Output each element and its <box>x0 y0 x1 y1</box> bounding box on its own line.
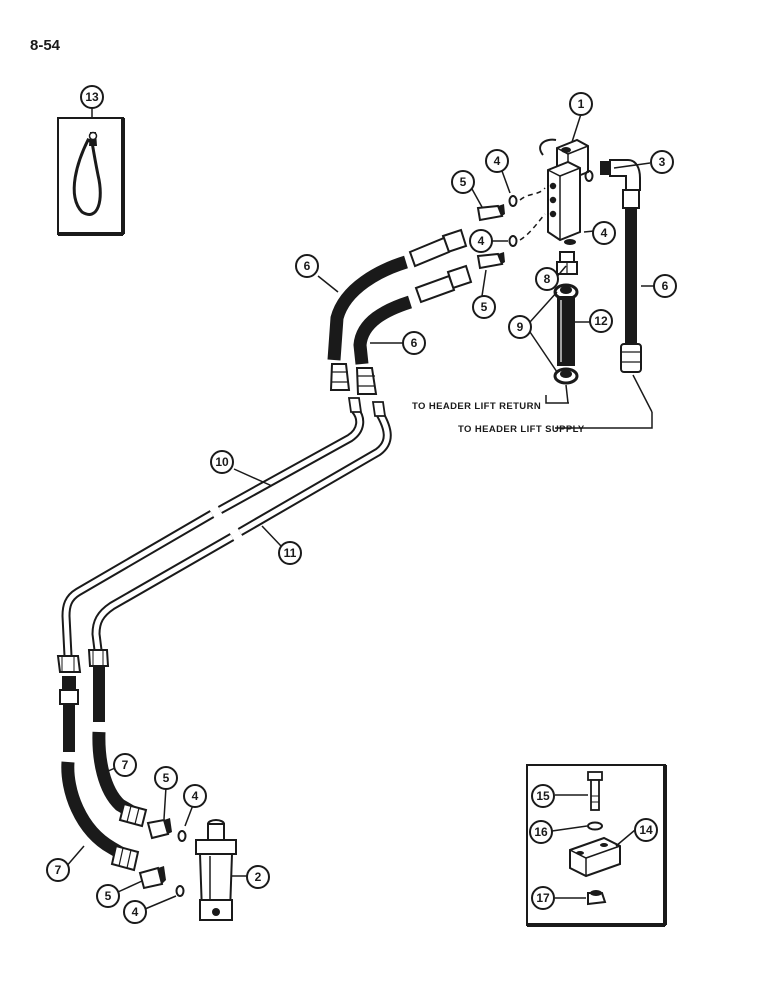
lower-hose <box>353 264 473 395</box>
callout-4-right-label: 4 <box>601 226 608 240</box>
callout-7-lower-label: 7 <box>55 863 62 877</box>
cylinder-port-fittings <box>138 818 187 897</box>
callout-6-right-label: 6 <box>662 279 669 293</box>
left-hose-7-lower <box>56 655 140 872</box>
bolt-icon <box>587 771 603 811</box>
callout-10: 10 <box>210 450 234 474</box>
callout-17-label: 17 <box>536 891 550 905</box>
callout-13: 13 <box>80 85 104 109</box>
callout-3: 3 <box>650 150 674 174</box>
callout-5-cyl-bottom: 5 <box>96 884 120 908</box>
callout-4-mid: 4 <box>469 229 493 253</box>
callout-1-label: 1 <box>578 97 585 111</box>
right-supply-hose <box>620 189 642 373</box>
callout-5-cyl-top: 5 <box>154 766 178 790</box>
callout-11: 11 <box>278 541 302 565</box>
page-number: 8-54 <box>30 37 61 54</box>
callout-13-label: 13 <box>85 90 99 104</box>
callout-4-mid-label: 4 <box>478 234 485 248</box>
callout-4-cyl-top: 4 <box>183 784 207 808</box>
nut-icon <box>587 890 607 906</box>
return-hose-with-clamps <box>553 283 579 385</box>
callout-6-mid-label: 6 <box>411 336 418 350</box>
inset-strap-box <box>57 117 125 236</box>
callout-15: 15 <box>531 784 555 808</box>
left-hose-7-upper <box>87 649 148 828</box>
callout-10-label: 10 <box>215 455 229 469</box>
callout-16-label: 16 <box>534 825 548 839</box>
callout-5-cyl-bottom-label: 5 <box>105 889 112 903</box>
callout-2: 2 <box>246 865 270 889</box>
callout-16: 16 <box>529 820 553 844</box>
note-header-lift-supply: TO HEADER LIFT SUPPLY <box>458 424 585 435</box>
callout-4-cyl-bottom: 4 <box>123 900 147 924</box>
solenoid-valve <box>539 138 589 242</box>
mounting-block-icon <box>569 836 621 878</box>
callout-4-top-label: 4 <box>494 154 501 168</box>
callout-12-label: 12 <box>594 314 608 328</box>
callout-4-cyl-bottom-label: 4 <box>132 905 139 919</box>
callout-7-upper-label: 7 <box>122 758 129 772</box>
steel-tube-11 <box>91 401 392 651</box>
callout-5-cyl-top-label: 5 <box>163 771 170 785</box>
callout-15-label: 15 <box>536 789 550 803</box>
bottom-port-fitting <box>556 251 578 275</box>
callout-5-mid: 5 <box>472 295 496 319</box>
washer-icon <box>587 821 603 831</box>
callout-2-label: 2 <box>255 870 262 884</box>
callout-4-right: 4 <box>592 221 616 245</box>
callout-5-top: 5 <box>451 170 475 194</box>
upper-hose <box>327 228 468 391</box>
callout-6-right: 6 <box>653 274 677 298</box>
callout-6-left-label: 6 <box>304 259 311 273</box>
callout-6-mid: 6 <box>402 331 426 355</box>
leader-lines <box>64 108 655 910</box>
elbow-fitting <box>584 159 641 191</box>
callout-4-top: 4 <box>485 149 509 173</box>
callout-17: 17 <box>531 886 555 910</box>
callout-3-label: 3 <box>659 155 666 169</box>
callout-9-label: 9 <box>517 320 524 334</box>
valve-port-fittings <box>476 187 546 270</box>
callout-5-mid-label: 5 <box>481 300 488 314</box>
note-header-lift-return: TO HEADER LIFT RETURN <box>412 401 541 412</box>
lift-cylinder <box>195 819 237 921</box>
callout-4-cyl-top-label: 4 <box>192 789 199 803</box>
bottom-o-ring <box>564 239 576 245</box>
callout-8-label: 8 <box>544 272 551 286</box>
callout-8: 8 <box>535 267 559 291</box>
callout-5-top-label: 5 <box>460 175 467 189</box>
strap-clamp-icon <box>72 131 102 216</box>
callout-14-label: 14 <box>639 823 653 837</box>
callout-14: 14 <box>634 818 658 842</box>
callout-9: 9 <box>508 315 532 339</box>
callout-12: 12 <box>589 309 613 333</box>
inset-block-box <box>526 764 667 927</box>
callout-1: 1 <box>569 92 593 116</box>
callout-7-lower: 7 <box>46 858 70 882</box>
callout-11-label: 11 <box>284 546 297 560</box>
callout-6-left: 6 <box>295 254 319 278</box>
steel-tube-10 <box>61 397 365 657</box>
callout-7-upper: 7 <box>113 753 137 777</box>
